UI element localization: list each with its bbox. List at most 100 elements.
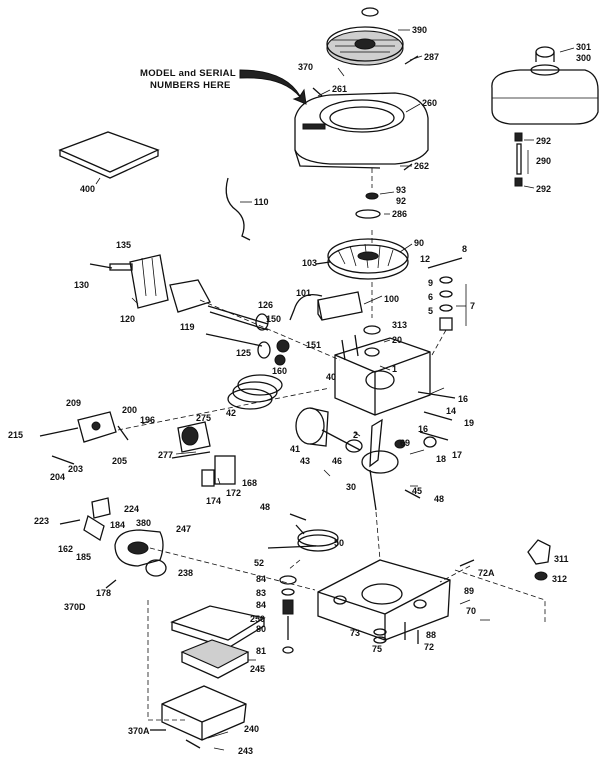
label-275: 275 [196,413,211,423]
fasteners [51,55,475,749]
label-245: 245 [250,664,265,674]
cylinder-block-part [334,334,431,416]
label-19: 19 [464,418,474,428]
label-41: 41 [290,444,300,454]
label-125: 125 [236,348,251,358]
label-174: 174 [206,496,221,506]
tappets-part [363,257,463,335]
label-168: 168 [242,478,257,488]
label-40: 40 [326,372,336,382]
label-9: 9 [428,278,433,288]
label-238: 238 [178,568,193,578]
carburetor-part [109,254,211,313]
part-labels: 390 287 370 261 260 262 93 92 286 301 30… [8,25,591,756]
label-178: 178 [96,588,111,598]
label-48-center: 48 [260,502,270,512]
cam-gear-part [295,524,339,552]
label-260: 260 [422,98,437,108]
label-18: 18 [436,454,446,464]
label-16-bottom: 16 [418,424,428,434]
model-serial-arrow [239,69,307,105]
rewind-starter-part [326,7,404,66]
label-12: 12 [420,254,430,264]
label-162: 162 [58,544,73,554]
label-380: 380 [136,518,151,528]
label-42: 42 [226,408,236,418]
label-243: 243 [238,746,253,756]
label-200: 200 [122,405,137,415]
label-250: 250 [250,614,265,624]
governor-stack-part [279,575,297,654]
label-100: 100 [384,294,399,304]
label-223: 223 [34,516,49,526]
label-72A: 72A [478,568,495,578]
ground-wire-part [225,177,251,241]
leader-lines [95,29,575,751]
label-70: 70 [466,606,476,616]
piston-rings-part [227,374,283,410]
label-75: 75 [372,644,382,654]
blower-housing-part [294,92,429,169]
air-cleaner-part [161,605,266,741]
label-203: 203 [68,464,83,474]
small-parts-right [394,391,456,449]
label-69: 69 [400,438,410,448]
label-16-top: 16 [458,394,468,404]
label-277: 277 [158,450,173,460]
label-101: 101 [296,288,311,298]
label-196: 196 [140,415,155,425]
label-240: 240 [244,724,259,734]
muffler-part [83,497,167,577]
filter-cover-part [58,131,160,179]
crankshaft-part [361,418,399,511]
label-90: 90 [414,238,424,248]
label-126: 126 [258,300,273,310]
model-serial-note: MODEL and SERIAL NUMBERS HERE [140,68,236,91]
label-287: 287 [424,52,439,62]
label-46: 46 [332,456,342,466]
label-286: 286 [392,209,407,219]
label-6: 6 [428,292,433,302]
assembly-lines [117,168,546,721]
governor-bracket-part [39,411,129,443]
label-5: 5 [428,306,433,316]
label-290: 290 [536,156,551,166]
label-390: 390 [412,25,427,35]
label-119: 119 [180,322,195,332]
label-370: 370 [298,62,313,72]
label-83: 83 [256,588,266,598]
fuel-line-part [514,132,523,187]
label-17: 17 [452,450,462,460]
fuel-tank-part [491,46,599,125]
label-50: 50 [334,538,344,548]
label-80: 80 [256,624,266,634]
label-209: 209 [66,398,81,408]
label-370A: 370A [128,726,150,736]
label-8-top: 8 [462,244,467,254]
piston-part [295,407,363,453]
label-72: 72 [424,642,434,652]
label-247: 247 [176,524,191,534]
label-89: 89 [464,586,474,596]
label-135: 135 [116,240,131,250]
label-312: 312 [552,574,567,584]
label-184: 184 [110,520,125,530]
label-130: 130 [74,280,89,290]
label-93: 93 [396,185,406,195]
primer-bulb-part [527,539,551,581]
label-1: 1 [392,364,397,374]
label-172: 172 [226,488,241,498]
label-370D: 370D [64,602,86,612]
label-292-bottom: 292 [536,184,551,194]
label-48-right: 48 [434,494,444,504]
ignition-module-part [289,291,363,321]
breather-part [177,421,236,487]
label-185: 185 [76,552,91,562]
label-45: 45 [412,486,422,496]
label-300: 300 [576,53,591,63]
label-311: 311 [554,554,569,564]
label-20: 20 [392,335,402,345]
label-110: 110 [254,197,269,207]
label-84-top: 84 [256,574,266,584]
label-204: 204 [50,472,65,482]
